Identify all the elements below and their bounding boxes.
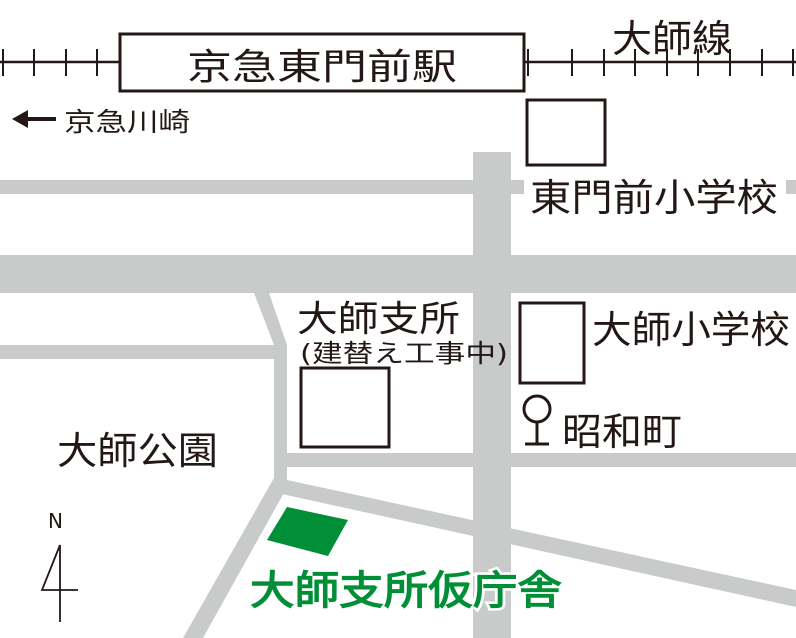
higashimonzen-school-label: 東門前小学校 (530, 176, 778, 220)
higashimonzen-school-building (525, 98, 607, 167)
station-box (118, 32, 526, 93)
north-label: N (48, 509, 63, 533)
direction-indicator: 京急川崎 (12, 108, 190, 138)
road-diagonal-southwest (183, 478, 290, 638)
daishi-park-label: 大師公園 (57, 429, 218, 473)
daishi-school-label: 大師小学校 (592, 308, 790, 352)
railway-ties (2, 49, 794, 76)
daishi-branch-building (299, 366, 391, 449)
daishi-branch-label: 大師支所 (297, 299, 460, 340)
road-diagonal-southeast (282, 480, 796, 607)
label-halo (524, 176, 786, 216)
road-side-street (254, 293, 287, 482)
railway: 京急東門前駅 大師線 (0, 17, 796, 93)
showacho-label: 昭和町 (562, 410, 682, 454)
daishi-school-building (518, 301, 586, 385)
temporary-office-label: 大師支所仮庁舎 (250, 568, 562, 614)
direction-label: 京急川崎 (64, 108, 190, 138)
road-west (0, 345, 287, 359)
daishi-branch-note: (建替え工事中) (300, 339, 508, 368)
roads (0, 152, 796, 638)
map-pin-icon (522, 394, 552, 424)
road-south (287, 453, 796, 467)
station-name: 京急東門前駅 (187, 47, 457, 88)
road-main-vertical (473, 152, 511, 638)
arrow-head-icon (12, 110, 28, 128)
road-wide (0, 255, 796, 293)
temporary-office-building (267, 507, 348, 556)
railway-line-name: 大師線 (612, 17, 732, 61)
north-arrow-icon: N (40, 509, 78, 622)
showacho-marker: 昭和町 (522, 394, 682, 454)
